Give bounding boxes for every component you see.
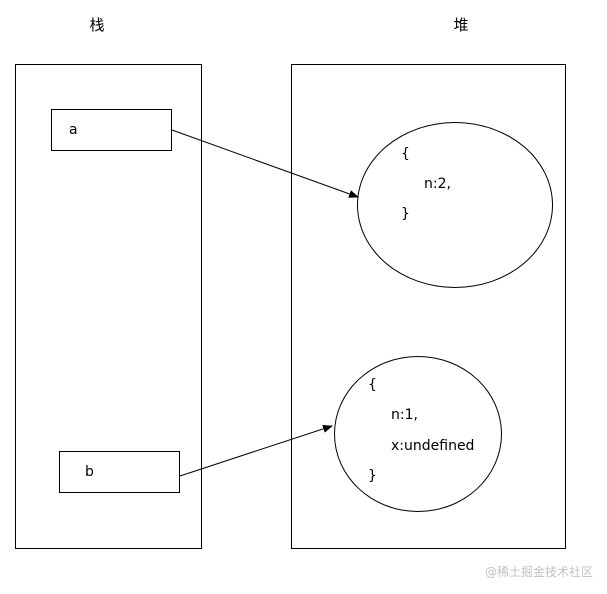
object-open-brace: { <box>368 377 377 393</box>
variable-name: a <box>69 122 78 138</box>
watermark: @稀土掘金技术社区 <box>484 565 593 579</box>
heap-object-2 <box>334 356 502 512</box>
stack-title: 栈 <box>89 16 105 34</box>
heap-title: 堆 <box>453 16 469 34</box>
heap-object-1 <box>357 122 553 288</box>
stack-variable-b: b <box>59 451 180 493</box>
object-close-brace: } <box>401 206 410 222</box>
object-property: x:undefined <box>391 438 475 454</box>
stack-variable-a: a <box>51 109 172 151</box>
object-property: n:1, <box>391 407 418 423</box>
object-open-brace: { <box>401 146 410 162</box>
object-close-brace: } <box>368 468 377 484</box>
variable-name: b <box>85 464 94 480</box>
object-property: n:2, <box>424 176 451 192</box>
